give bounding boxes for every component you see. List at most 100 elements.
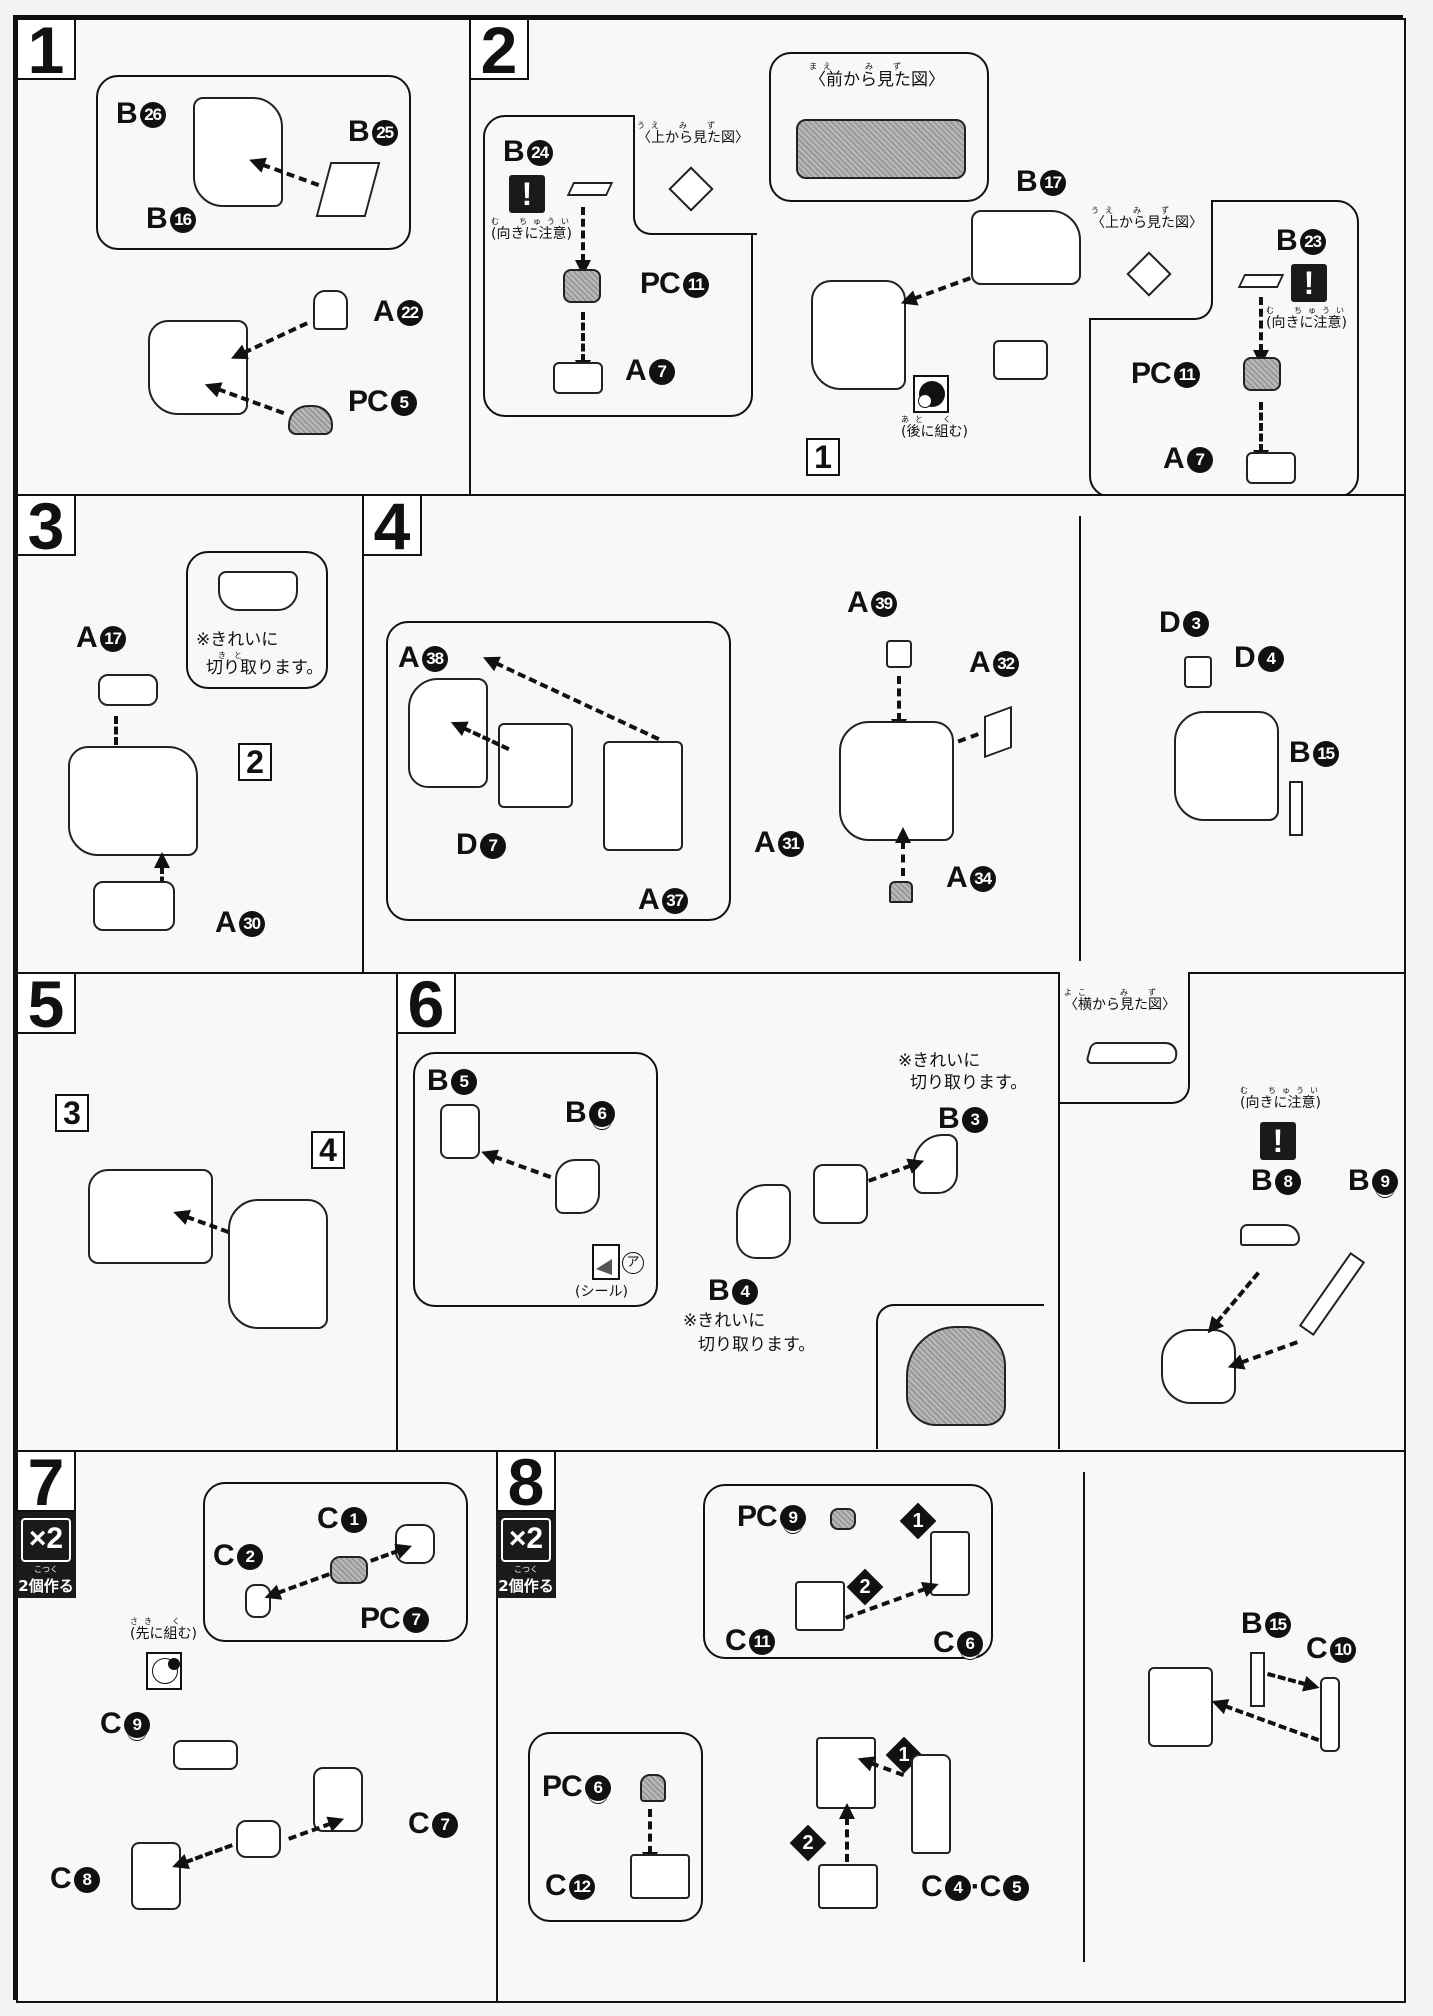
top-view-inset: うえ み ず〈上から見た図〉 [633,115,757,235]
crest-part [315,162,381,217]
c11-part [795,1581,845,1631]
b9-part [1298,1251,1366,1337]
sub-step-divider [1083,1472,1085,1962]
a37-part [603,741,683,851]
assembly-arrow [581,207,585,262]
step-number: 8 [496,1449,556,1515]
step-5-panel: 5 3 4 [16,971,398,1452]
a32-part [984,705,1012,759]
ref-step-3: 3 [55,1094,89,1132]
assembly-arrow [897,676,901,721]
sticker-label: (シール) [575,1284,628,1300]
assemble-later-icon [913,375,949,413]
b15-part [1250,1652,1265,1707]
head-part [193,97,283,207]
pc11-part [563,269,601,303]
pc6-part [640,1774,666,1802]
step-number: 3 [16,493,76,559]
cut-note-line2: 切り取ります。 [206,658,324,678]
b8-part [1240,1224,1300,1246]
joint-part [236,1820,281,1858]
c12-assembly [818,1864,878,1909]
sub-step-divider [1058,1104,1060,1449]
assembly-arrow [868,1163,912,1183]
b4-part [736,1184,791,1259]
b23-part [1237,274,1285,288]
ref-step-1: 1 [806,438,840,476]
multiplier-label: 2個作る [498,1577,554,1595]
later-label: あと く(後に組む) [901,415,968,441]
front-view-inset: まえ み ず〈前から見た図〉 [769,52,989,202]
assembly-arrow [184,1843,233,1865]
pc7-part [330,1556,368,1584]
b15-part [1289,781,1303,836]
cut-note-ruby: き と [218,651,242,660]
assembly-arrow [1224,1704,1320,1742]
a7-part [553,362,603,394]
assembly-arrow [1266,1672,1307,1687]
d3-part [1184,656,1212,688]
multiplier: ×2 [21,1518,71,1562]
assemble-first-label: さき く(先に組む) [130,1617,197,1643]
step-number: 4 [362,493,422,559]
sticker-id: ア [622,1252,644,1274]
cut-note-line1: ※きれいに [196,630,279,650]
pc11-part [1243,357,1281,391]
assembly-arrow [581,312,585,362]
cut-note-line1: ※きれいに [898,1051,981,1071]
assembly-arrow [242,321,308,355]
ref-step-4: 4 [311,1131,345,1169]
detail-callout: ※きれいに き と 切り取ります。 [186,551,328,689]
a30-part [93,881,175,931]
face-assembly [813,1164,868,1224]
caution-label: む ちゅうい(向きに注意) [1266,306,1350,332]
cut-note-line2: 切り取ります。 [698,1335,816,1355]
step-number: 6 [396,971,456,1037]
assemble-first-icon [146,1652,182,1690]
cut-note-line2: 切り取ります。 [910,1073,1028,1093]
assembly-arrow [493,1154,552,1179]
caution-label: む ちゅうい(向きに注意) [491,217,575,243]
step-number: 2 [469,17,529,83]
b17-part [971,210,1081,285]
c9-part [173,1740,238,1770]
a17-part [98,674,158,706]
step4-assembly [228,1199,328,1329]
c12-part [630,1854,690,1899]
order-marker-2: 2 [789,1824,827,1862]
ref-step-2: 2 [238,743,272,781]
polycap-part [288,405,333,435]
